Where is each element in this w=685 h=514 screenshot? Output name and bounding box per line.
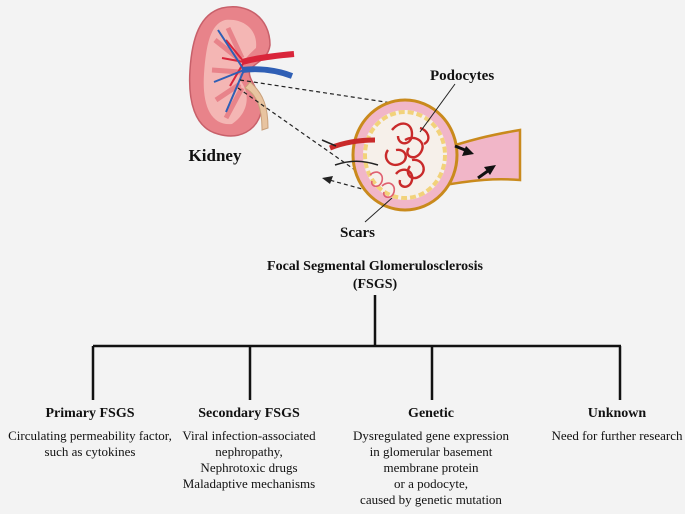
category-heading: Genetic (408, 406, 454, 421)
kidney-icon (188, 6, 295, 137)
diagram-title: Focal Segmental Glomerulosclerosis (FSGS… (267, 258, 483, 294)
description-line: membrane protein (383, 460, 479, 475)
category-description: Need for further research (551, 428, 682, 444)
glomerulus-icon (321, 98, 522, 212)
category-genetic: Genetic Dysregulated gene expression in … (353, 404, 509, 508)
category-heading: Secondary FSGS (198, 406, 300, 421)
category-description: Circulating permeability factor, such as… (8, 428, 172, 460)
description-line: nephropathy, (215, 444, 283, 459)
description-line: Nephrotoxic drugs (200, 460, 298, 475)
description-line: Viral infection-associated (182, 428, 316, 443)
description-line: Circulating permeability factor, (8, 428, 172, 443)
description-line: caused by genetic mutation (360, 492, 502, 507)
category-description: Dysregulated gene expression in glomerul… (353, 428, 509, 508)
category-unknown: Unknown Need for further research (551, 404, 682, 444)
category-description: Viral infection-associated nephropathy, … (182, 428, 315, 492)
kidney-label: Kidney (188, 146, 242, 165)
title-line-2: (FSGS) (352, 277, 398, 292)
category-heading: Primary FSGS (45, 406, 135, 421)
podocytes-label: Podocytes (430, 68, 495, 84)
tree-connectors (91, 295, 622, 400)
description-line: in glomerular basement (369, 444, 493, 459)
category-secondary: Secondary FSGS Viral infection-associate… (182, 404, 315, 492)
description-line: Need for further research (551, 428, 683, 443)
description-line: Dysregulated gene expression (353, 428, 509, 443)
description-line: such as cytokines (44, 444, 136, 459)
description-line: Maladaptive mechanisms (182, 476, 316, 491)
title-line-1: Focal Segmental Glomerulosclerosis (267, 259, 483, 274)
scars-label: Scars (340, 225, 375, 241)
category-heading: Unknown (587, 406, 647, 421)
category-primary: Primary FSGS Circulating permeability fa… (8, 404, 172, 460)
description-line: or a podocyte, (393, 476, 469, 491)
